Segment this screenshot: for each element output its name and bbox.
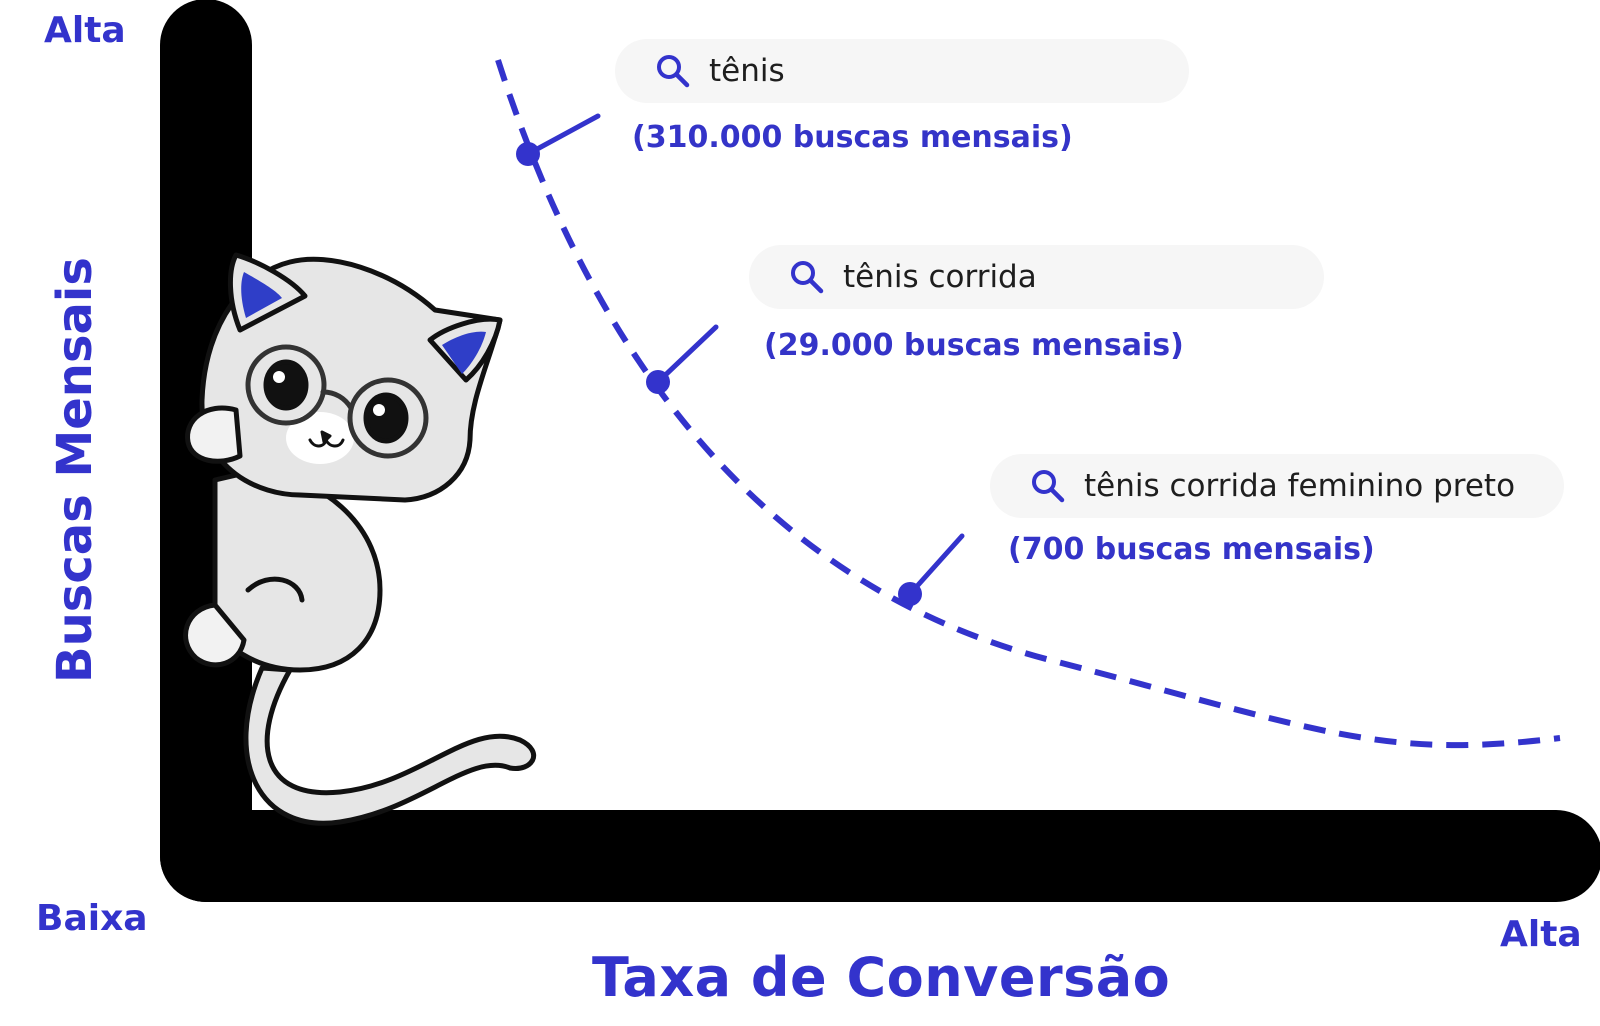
search-pill-2: tênis corrida [749, 245, 1324, 309]
demand-curve [495, 59, 1561, 749]
marker-3 [898, 582, 922, 606]
y-axis-title: Buscas Mensais [47, 257, 103, 683]
marker-2 [646, 370, 670, 394]
search-icon [657, 55, 690, 88]
search-pill-3: tênis corrida feminino preto [990, 454, 1564, 518]
search-pill-1: tênis [615, 39, 1189, 103]
x-axis-high-label: Alta [1500, 914, 1582, 955]
leader-line-2 [655, 324, 719, 385]
cat-with-glasses-icon [183, 252, 536, 826]
x-axis-title: Taxa de Conversão [592, 946, 1171, 1009]
search-volume-label: (310.000 buscas mensais) [632, 120, 1073, 155]
search-volume-label: (29.000 buscas mensais) [764, 328, 1184, 363]
marker-1 [516, 142, 540, 166]
search-query-text: tênis corrida [843, 259, 1037, 295]
leader-line-1 [525, 113, 601, 157]
search-icon [791, 261, 824, 294]
search-icon [1032, 470, 1065, 503]
y-axis-high-label: Alta [44, 10, 126, 51]
leader-line-3 [907, 533, 965, 597]
x-axis-low-label: Baixa [36, 898, 148, 939]
search-volume-label: (700 buscas mensais) [1008, 532, 1375, 567]
search-query-text: tênis corrida feminino preto [1084, 468, 1516, 504]
curve-markers [516, 113, 965, 606]
search-query-text: tênis [709, 53, 785, 89]
